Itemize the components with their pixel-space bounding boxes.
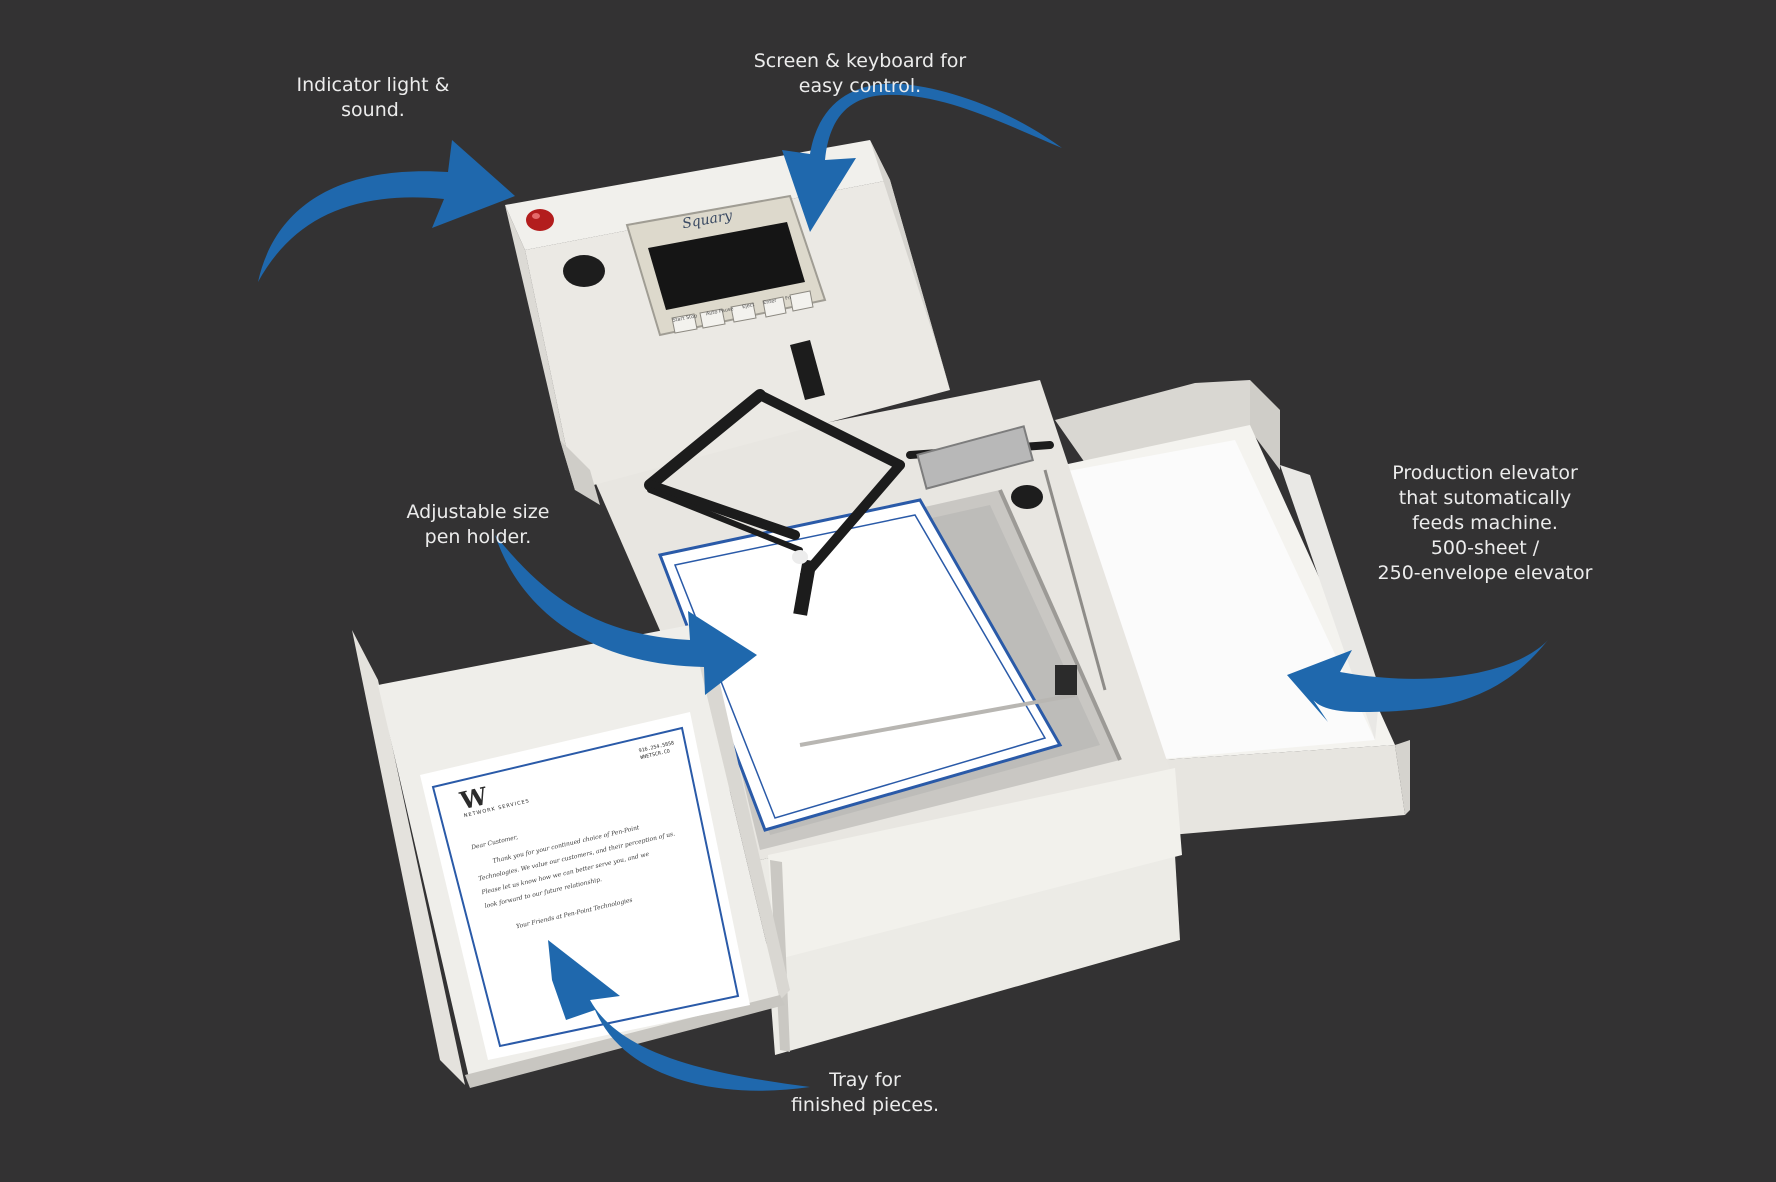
callout-line: pen holder. bbox=[424, 526, 532, 548]
callout-tray-label: Tray for finished pieces. bbox=[770, 1068, 960, 1118]
callout-arrows bbox=[258, 83, 1548, 1091]
carriage-head bbox=[916, 425, 1035, 490]
control-head bbox=[505, 140, 950, 505]
key-fn: Fn bbox=[784, 294, 792, 302]
callout-line: Indicator light & bbox=[296, 74, 450, 96]
callout-line: that sutomatically bbox=[1398, 487, 1572, 509]
callout-pen-holder-label: Adjustable size pen holder. bbox=[378, 500, 578, 550]
finished-letter bbox=[420, 712, 750, 1060]
pen-holder bbox=[793, 559, 817, 616]
callout-screen-label: Screen & keyboard for easy control. bbox=[725, 49, 995, 99]
callout-line: feeds machine. bbox=[1412, 512, 1558, 534]
lcd-screen bbox=[648, 222, 805, 310]
callout-line: easy control. bbox=[798, 75, 922, 97]
callout-line: Production elevator bbox=[1392, 462, 1578, 484]
callout-line: 500-sheet / bbox=[1430, 537, 1540, 559]
paper-stack bbox=[1020, 440, 1375, 760]
control-knob bbox=[563, 255, 605, 287]
arrow-elevator bbox=[1287, 640, 1548, 722]
callout-line: 250-envelope elevator bbox=[1377, 562, 1593, 584]
arrow-pen-holder bbox=[495, 535, 757, 695]
callout-line: Screen & keyboard for bbox=[753, 50, 967, 72]
arrow-screen bbox=[782, 83, 1062, 232]
callout-line: sound. bbox=[341, 99, 405, 121]
callout-indicator-label: Indicator light & sound. bbox=[258, 73, 488, 123]
callout-line: finished pieces. bbox=[790, 1094, 940, 1116]
indicator-light bbox=[526, 209, 554, 231]
arrow-indicator bbox=[258, 140, 515, 282]
callout-line: Tray for bbox=[829, 1069, 901, 1091]
arrow-tray bbox=[548, 940, 810, 1091]
callout-elevator-label: Production elevator that sutomatically f… bbox=[1360, 461, 1610, 586]
callout-line: Adjustable size bbox=[406, 501, 550, 523]
